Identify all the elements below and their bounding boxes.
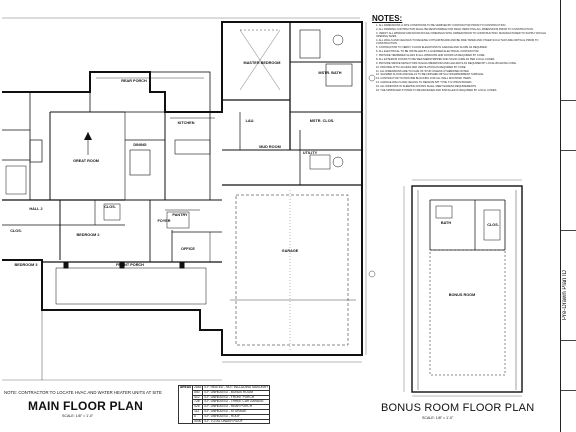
areas-header: AREAS (177, 384, 194, 425)
label-pantry: PANTRY (172, 213, 188, 217)
note-item: 10. PROVIDE ATTIC ACCESS AND VENTILATION… (376, 65, 467, 69)
label-master-closet: MSTR. CLOS. (310, 119, 334, 123)
label-master-bedroom: MASTER BEDROOM (244, 61, 281, 65)
label-closet-2: CLOS. (104, 205, 116, 209)
label-bedroom-2: BEDROOM 2 (77, 233, 100, 237)
label-great-room: GREAT ROOM (73, 159, 99, 163)
note-item: 14. GARAGE WALLS AND CEILING TO RECEIVE … (376, 81, 473, 85)
notes-title: NOTES: (372, 14, 403, 23)
label-laundry: LAU. (246, 119, 255, 123)
note-item: 16. THE SPRINKLER SYSTEM TO BE DESIGNED … (376, 88, 498, 92)
label-bath: BATH (441, 221, 452, 225)
bonus-plan-outline (411, 185, 523, 393)
note-item: 3. VERIFY ALL WINDOW AND DOOR ROUGH OPEN… (376, 31, 546, 39)
label-utility: UTILITY (303, 151, 318, 155)
label-dining: DINING (133, 143, 146, 147)
bonus-floor-plan-scale: SCALE: 1/8" = 1'-0" (422, 416, 454, 420)
note-item: 4. ALL WALLS AND CEILINGS TO RECEIVE GYP… (376, 38, 539, 46)
bonus-floor-plan-title: BONUS ROOM FLOOR PLAN (381, 402, 535, 414)
note-item: 11. ALL DIMENSIONS ARE TO FACE OF STUD U… (376, 69, 470, 73)
areas-description: S.F. TOTAL UNDER ROOF (202, 418, 271, 425)
note-item: 1. ALL DIMENSIONS & SITE CONDITIONS TO B… (376, 24, 507, 27)
note-item: 6. ALL ELECTRICAL TO BE INSTALLED BY A L… (376, 50, 480, 54)
label-garage: GARAGE (282, 249, 299, 253)
label-closet-bonus: CLOS. (487, 223, 499, 227)
label-master-bath: MSTR. BATH (318, 71, 341, 75)
note-item: 5. CONTRACTOR TO VERIFY FLOOR ELEVATIONS… (376, 46, 488, 50)
note-item: 7. PROVIDE TEMPERED GLASS IN ALL WINDOWS… (376, 53, 486, 57)
main-floor-plan-title: MAIN FLOOR PLAN (28, 399, 143, 413)
label-mud-room: MUD ROOM (259, 145, 281, 149)
areas-value: 5000 (192, 418, 204, 425)
label-foyer: FOYER (157, 219, 170, 223)
main-plan-outline (2, 21, 363, 356)
title-block: Pre-Drawn Plan ID (560, 0, 576, 432)
note-item: 2. ALL FRAMING CONTRACTOR SHALL BE RESPO… (376, 27, 534, 31)
note-item: 12. SHOWER FLOOR AND WALLS TO BE FINISHE… (376, 73, 484, 77)
label-hall-2: HALL 2 (29, 207, 42, 211)
label-office: OFFICE (181, 247, 195, 251)
label-rear-porch: REAR PORCH (121, 79, 147, 83)
notes-list: 1. ALL DIMENSIONS & SITE CONDITIONS TO B… (376, 24, 552, 176)
note-item: 9. PROVIDE SMOKE DETECTORS IN EACH BEDRO… (376, 61, 517, 65)
note-item: 8. ALL EXTERIOR DOORS TO BE WEATHERSTRIP… (376, 57, 496, 61)
label-kitchen: KITCHEN (178, 121, 195, 125)
label-closet-1: CLOS. (10, 229, 22, 233)
label-front-porch: FRONT PORCH (116, 263, 144, 267)
label-bonus-room: BONUS ROOM (449, 293, 476, 297)
main-floor-plan-scale: SCALE: 1/8" = 1'-0" (62, 414, 94, 418)
contractor-note: NOTE: CONTRACTOR TO LOCATE HVAC AND WATE… (4, 390, 162, 395)
label-bedroom-3: BEDROOM 3 (15, 263, 38, 267)
note-item: 13. CONTRACTOR TO PROVIDE BLOCKING FOR A… (376, 77, 472, 81)
title-block-plan-id: Pre-Drawn Plan ID (562, 269, 568, 320)
note-item: 15. ALL WINDOWS IN SLEEPING ROOMS SHALL … (376, 85, 477, 89)
